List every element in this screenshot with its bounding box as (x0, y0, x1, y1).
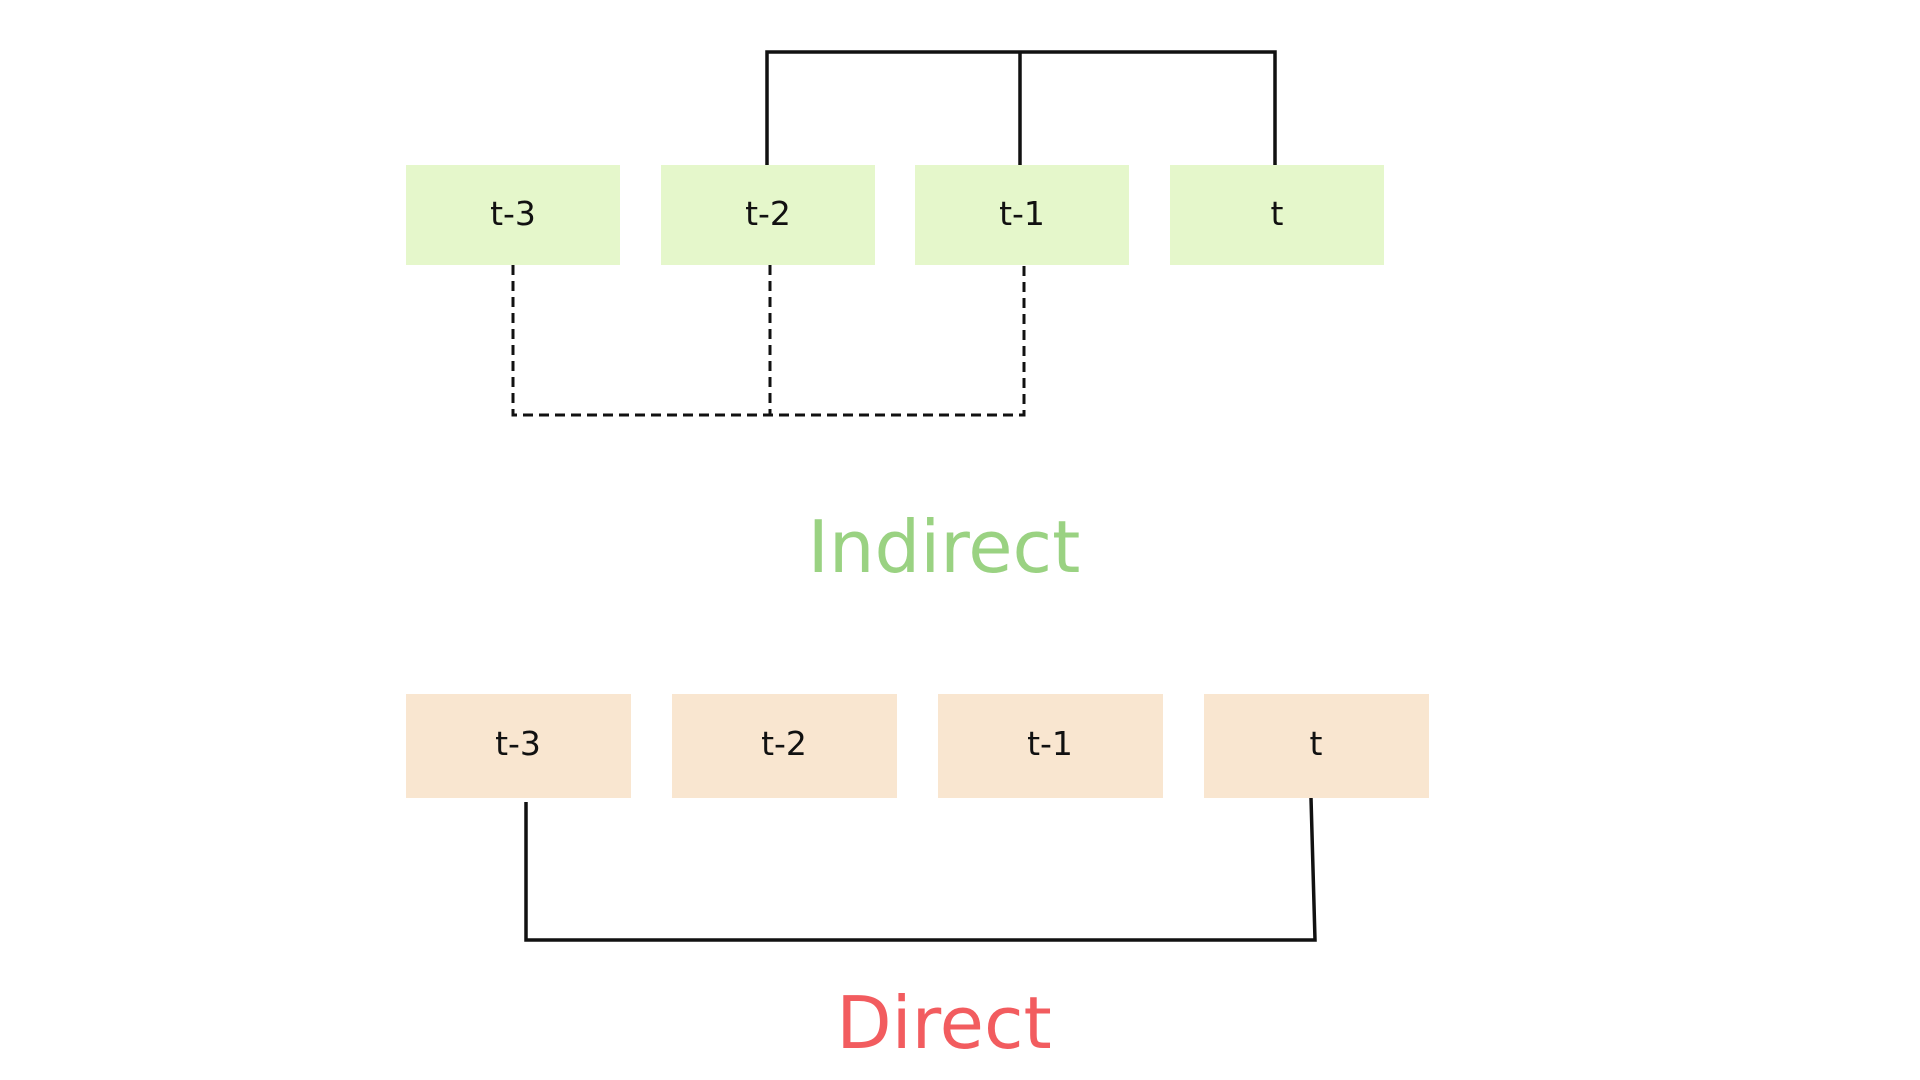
direct-box-t-1-label: t-1 (1027, 724, 1073, 763)
direct-box-t-rect (1204, 694, 1429, 798)
direct-box-t-1-rect (938, 694, 1163, 798)
indirect-box-t-3-rect (406, 165, 620, 265)
indirect-box-t-1-rect (915, 165, 1129, 265)
indirect-box-t-1-label: t-1 (999, 194, 1045, 233)
indirect-dashed-connectors (511, 265, 1026, 417)
indirect-solid-connectors (765, 50, 1277, 165)
indirect-box-t-2: t-2 (661, 165, 875, 265)
indirect-box-t-2-rect (661, 165, 875, 265)
indirect-box-t-1: t-1 (915, 165, 1129, 265)
indirect-box-t-2-label: t-2 (745, 194, 791, 233)
indirect-box-t-3: t-3 (406, 165, 620, 265)
direct-title: Direct (836, 981, 1052, 1065)
direct-box-t-3-rect (406, 694, 631, 798)
indirect-box-t-3-label: t-3 (490, 194, 536, 233)
direct-connector (524, 797, 1317, 942)
direct-box-t-1: t-1 (938, 694, 1163, 798)
direct-box-t-label: t (1310, 724, 1323, 763)
direct-box-t-3: t-3 (406, 694, 631, 798)
indirect-box-t-label: t (1271, 194, 1284, 233)
direct-box-t-2-rect (672, 694, 897, 798)
direct-box-t-3-label: t-3 (495, 724, 541, 763)
direct-box-t: t (1204, 694, 1429, 798)
indirect-title: Indirect (808, 505, 1081, 589)
indirect-box-t: t (1170, 165, 1384, 265)
indirect-row: t-3 t-2 t-1 t (406, 165, 1384, 265)
direct-box-t-2: t-2 (672, 694, 897, 798)
direct-row: t-3 t-2 t-1 t (406, 694, 1429, 798)
indirect-box-t-rect (1170, 165, 1384, 265)
direct-box-t-2-label: t-2 (761, 724, 807, 763)
